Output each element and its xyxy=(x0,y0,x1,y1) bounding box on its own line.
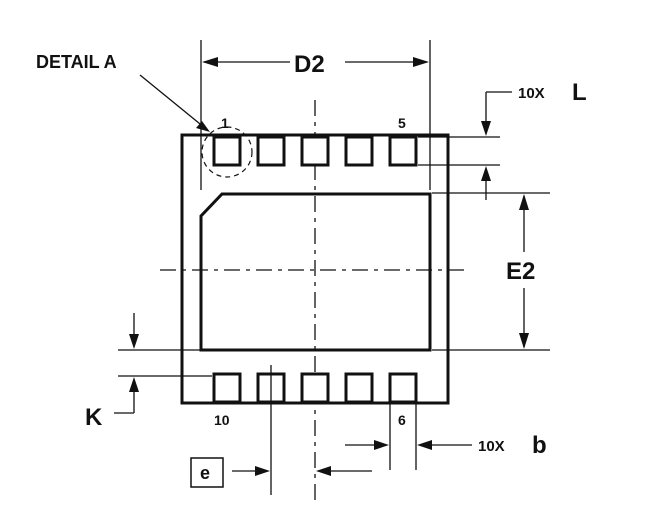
e-arrow-left xyxy=(255,466,270,476)
pin-2-pad xyxy=(256,135,286,167)
exposed-pad xyxy=(199,192,432,352)
d2-arrow-right xyxy=(413,57,429,67)
d2-arrow-left xyxy=(202,57,218,67)
l-label: L xyxy=(572,79,587,106)
pin-6-pad xyxy=(388,372,418,404)
pin-10-number: 10 xyxy=(214,412,230,428)
b-arrow-left xyxy=(374,440,389,450)
k-arrow-bottom xyxy=(129,377,139,392)
pin-6-number: 6 xyxy=(398,412,406,428)
d2-label: D2 xyxy=(294,51,325,78)
l-arrow-top xyxy=(481,121,491,136)
detail-a-leader xyxy=(139,74,206,129)
pin-3-pad xyxy=(300,135,330,167)
detail-a-label: DETAIL A xyxy=(36,52,117,72)
e2-label: E2 xyxy=(506,258,535,285)
pin-5-number: 5 xyxy=(398,115,406,131)
k-label: K xyxy=(85,404,103,431)
pin-10-pad xyxy=(212,372,242,404)
e-label: e xyxy=(200,463,210,483)
b-count-label: 10X xyxy=(478,438,505,455)
l-count-label: 10X xyxy=(518,85,545,102)
l-arrow-bottom xyxy=(481,166,491,181)
e2-arrow-top xyxy=(519,194,529,210)
detail-a-arrowhead xyxy=(196,121,210,132)
b-arrow-right xyxy=(417,440,432,450)
pin-1-pad xyxy=(212,135,242,167)
pin-7-pad xyxy=(344,372,374,404)
b-label: b xyxy=(532,432,547,459)
detail-a-circle xyxy=(201,126,253,178)
pin-8-pad xyxy=(300,372,330,404)
pin-5-pad xyxy=(388,135,418,167)
pin-1-number: 1 xyxy=(221,115,229,131)
e-box xyxy=(190,457,224,488)
k-arrow-top xyxy=(129,334,139,349)
pin-4-pad xyxy=(344,135,374,167)
e-arrow-right xyxy=(316,466,331,476)
e2-arrow-bottom xyxy=(519,333,529,349)
